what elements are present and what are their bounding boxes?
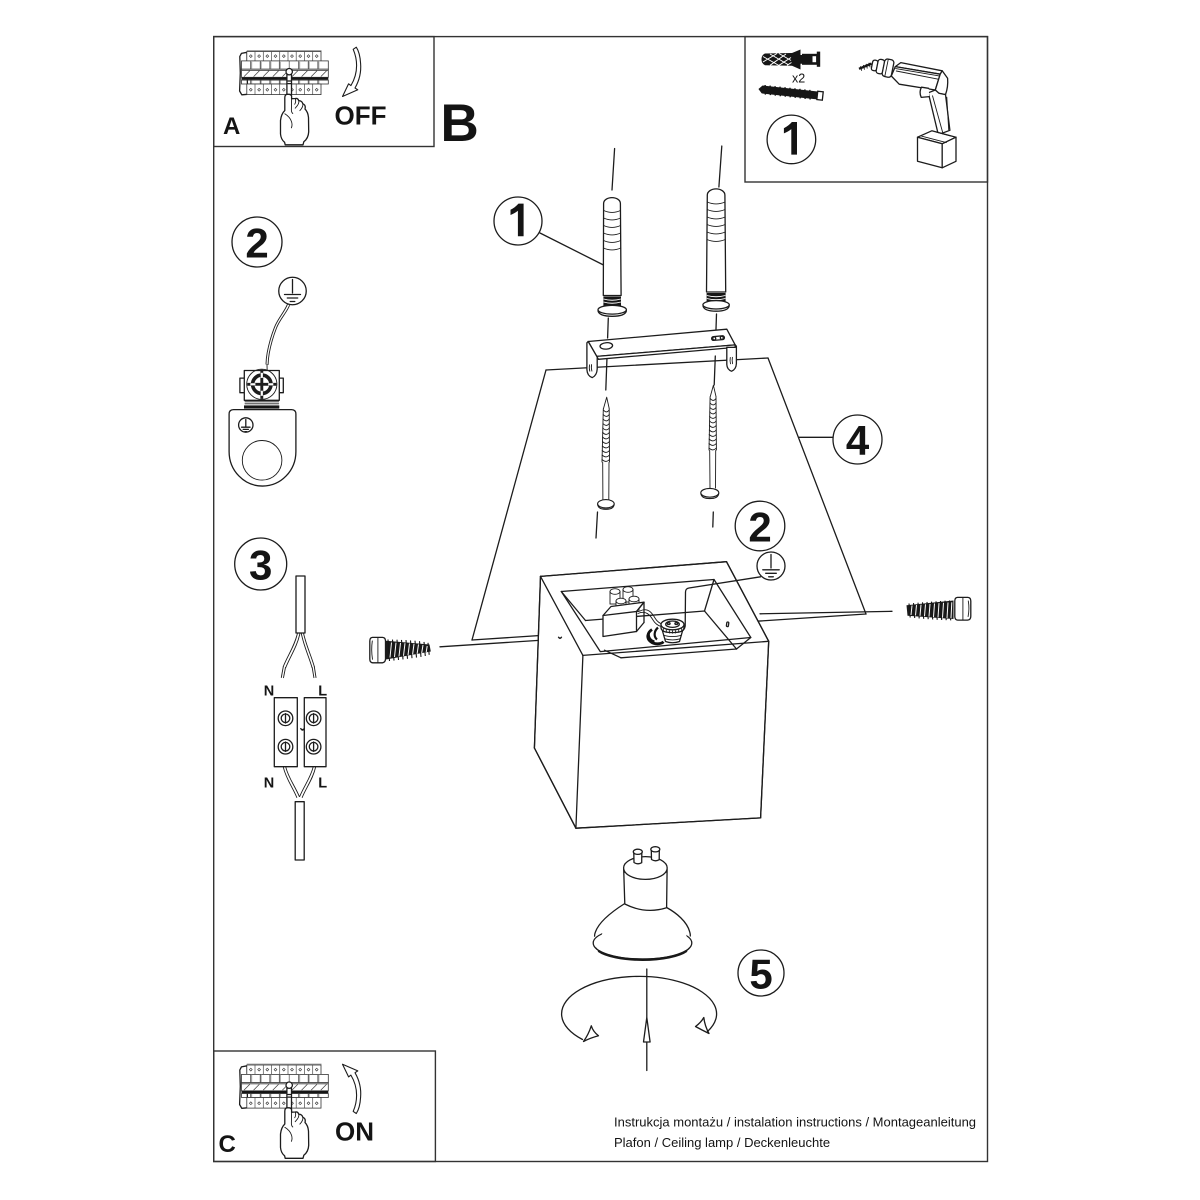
svg-text:N: N xyxy=(264,684,274,700)
svg-text:B: B xyxy=(441,94,479,153)
svg-text:ON: ON xyxy=(335,1117,374,1147)
svg-text:L: L xyxy=(318,776,327,792)
svg-text:OFF: OFF xyxy=(335,101,387,131)
svg-text:C: C xyxy=(219,1131,236,1158)
svg-text:L: L xyxy=(318,684,327,700)
svg-text:Plafon / Ceiling lamp / Decken: Plafon / Ceiling lamp / Deckenleuchte xyxy=(614,1135,830,1150)
svg-text:A: A xyxy=(223,113,240,140)
svg-text:2: 2 xyxy=(748,503,771,550)
svg-text:x2: x2 xyxy=(792,72,805,86)
svg-text:2: 2 xyxy=(245,219,268,266)
svg-text:4: 4 xyxy=(846,417,870,464)
svg-text:3: 3 xyxy=(249,541,272,588)
svg-text:Instrukcja montażu / instalati: Instrukcja montażu / instalation instruc… xyxy=(614,1115,976,1130)
svg-text:5: 5 xyxy=(749,950,772,997)
svg-text:N: N xyxy=(264,776,274,792)
